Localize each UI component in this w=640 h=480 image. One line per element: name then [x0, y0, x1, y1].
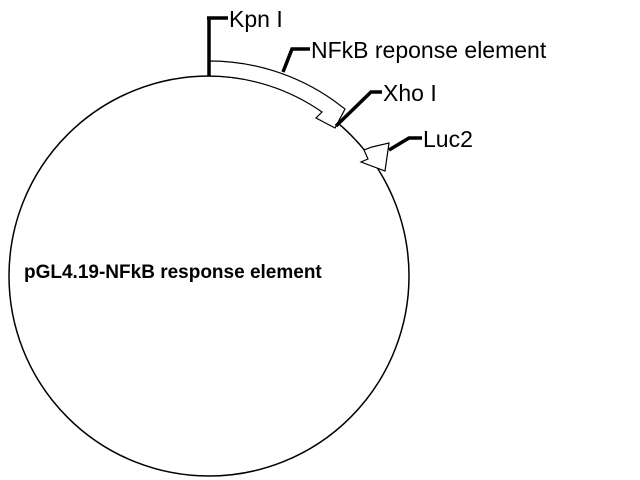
kpn-label: Kpn I [229, 6, 283, 32]
luc2-label: Luc2 [423, 126, 473, 152]
xho-label: Xho I [383, 80, 437, 106]
luc2-arrow [359, 142, 390, 172]
response-element-arrow [208, 60, 346, 129]
luc2-leader [388, 136, 422, 152]
response-element-label: NFkB reponse element [311, 37, 547, 63]
xho-leader [334, 90, 382, 128]
plasmid-name: pGL4.19-NFkB response element [24, 262, 322, 283]
response-element-leader [281, 47, 310, 73]
